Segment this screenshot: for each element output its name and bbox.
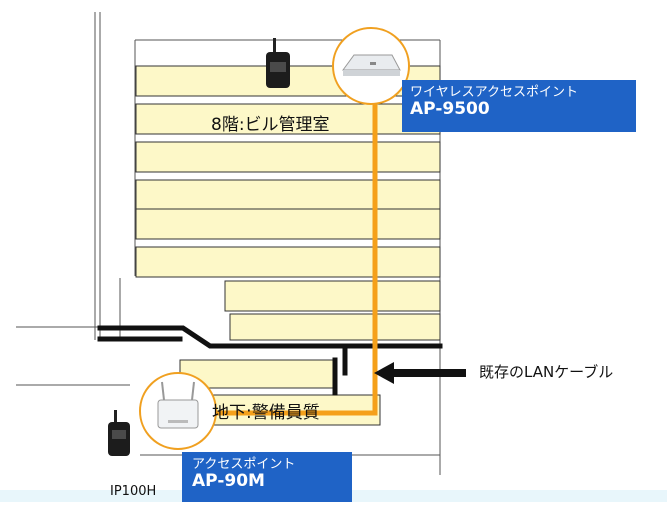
ap-top-label-line1: ワイヤレスアクセスポイント xyxy=(410,85,578,100)
ap-bottom-label-line1: アクセスポイント xyxy=(192,457,296,472)
basement-label: 地下:警備員質 xyxy=(212,403,320,423)
radio-icon xyxy=(108,410,130,456)
top-floor-label: 8階:ビル管理室 xyxy=(211,115,330,135)
ap-bottom-label-line2: AP-90M xyxy=(192,471,265,491)
access-point-icon xyxy=(332,27,410,105)
ap-top-label: ワイヤレスアクセスポイント AP-9500 xyxy=(402,80,636,132)
radio-icon xyxy=(266,38,290,88)
lan-structure-lines xyxy=(97,325,443,396)
ap-top-label-line2: AP-9500 xyxy=(410,99,490,119)
ap-bottom-label: アクセスポイント AP-90M xyxy=(182,452,352,502)
arrow-left-icon xyxy=(374,362,466,384)
radio-model-label: IP100H xyxy=(110,484,157,499)
access-point-icon xyxy=(139,372,217,450)
lan-cable-label: 既存のLANケーブル xyxy=(479,363,614,381)
